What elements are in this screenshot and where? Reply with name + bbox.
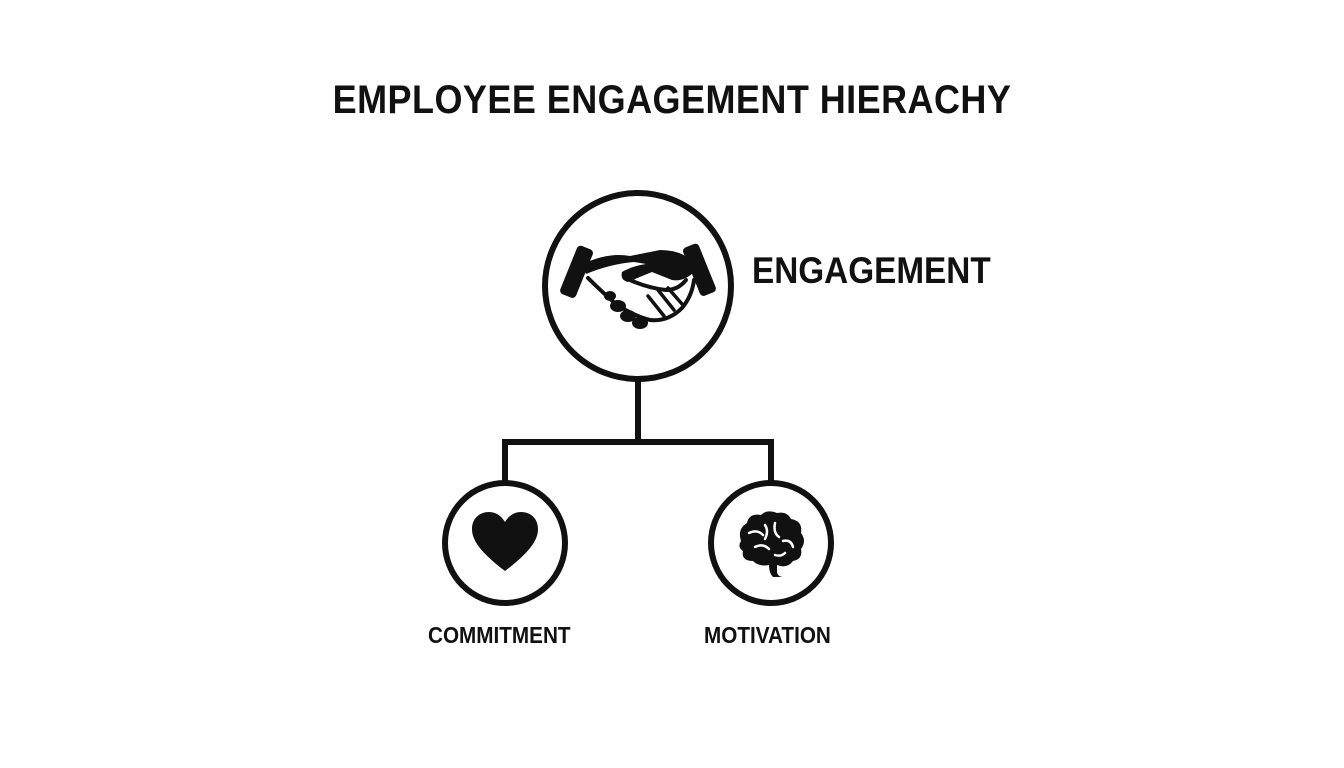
engagement-label: ENGAGEMENT xyxy=(752,250,991,291)
engagement-node xyxy=(542,190,734,382)
connector-lines xyxy=(502,377,774,485)
commitment-label: COMMITMENT xyxy=(428,622,571,648)
motivation-node xyxy=(708,480,834,606)
motivation-label: MOTIVATION xyxy=(704,622,831,648)
handshake-icon xyxy=(560,243,716,329)
diagram-title: EMPLOYEE ENGAGEMENT HIERACHY xyxy=(332,78,1012,122)
commitment-node xyxy=(442,480,568,606)
heart-icon xyxy=(472,512,538,571)
brain-icon xyxy=(739,511,804,577)
engagement-circle xyxy=(542,190,734,382)
